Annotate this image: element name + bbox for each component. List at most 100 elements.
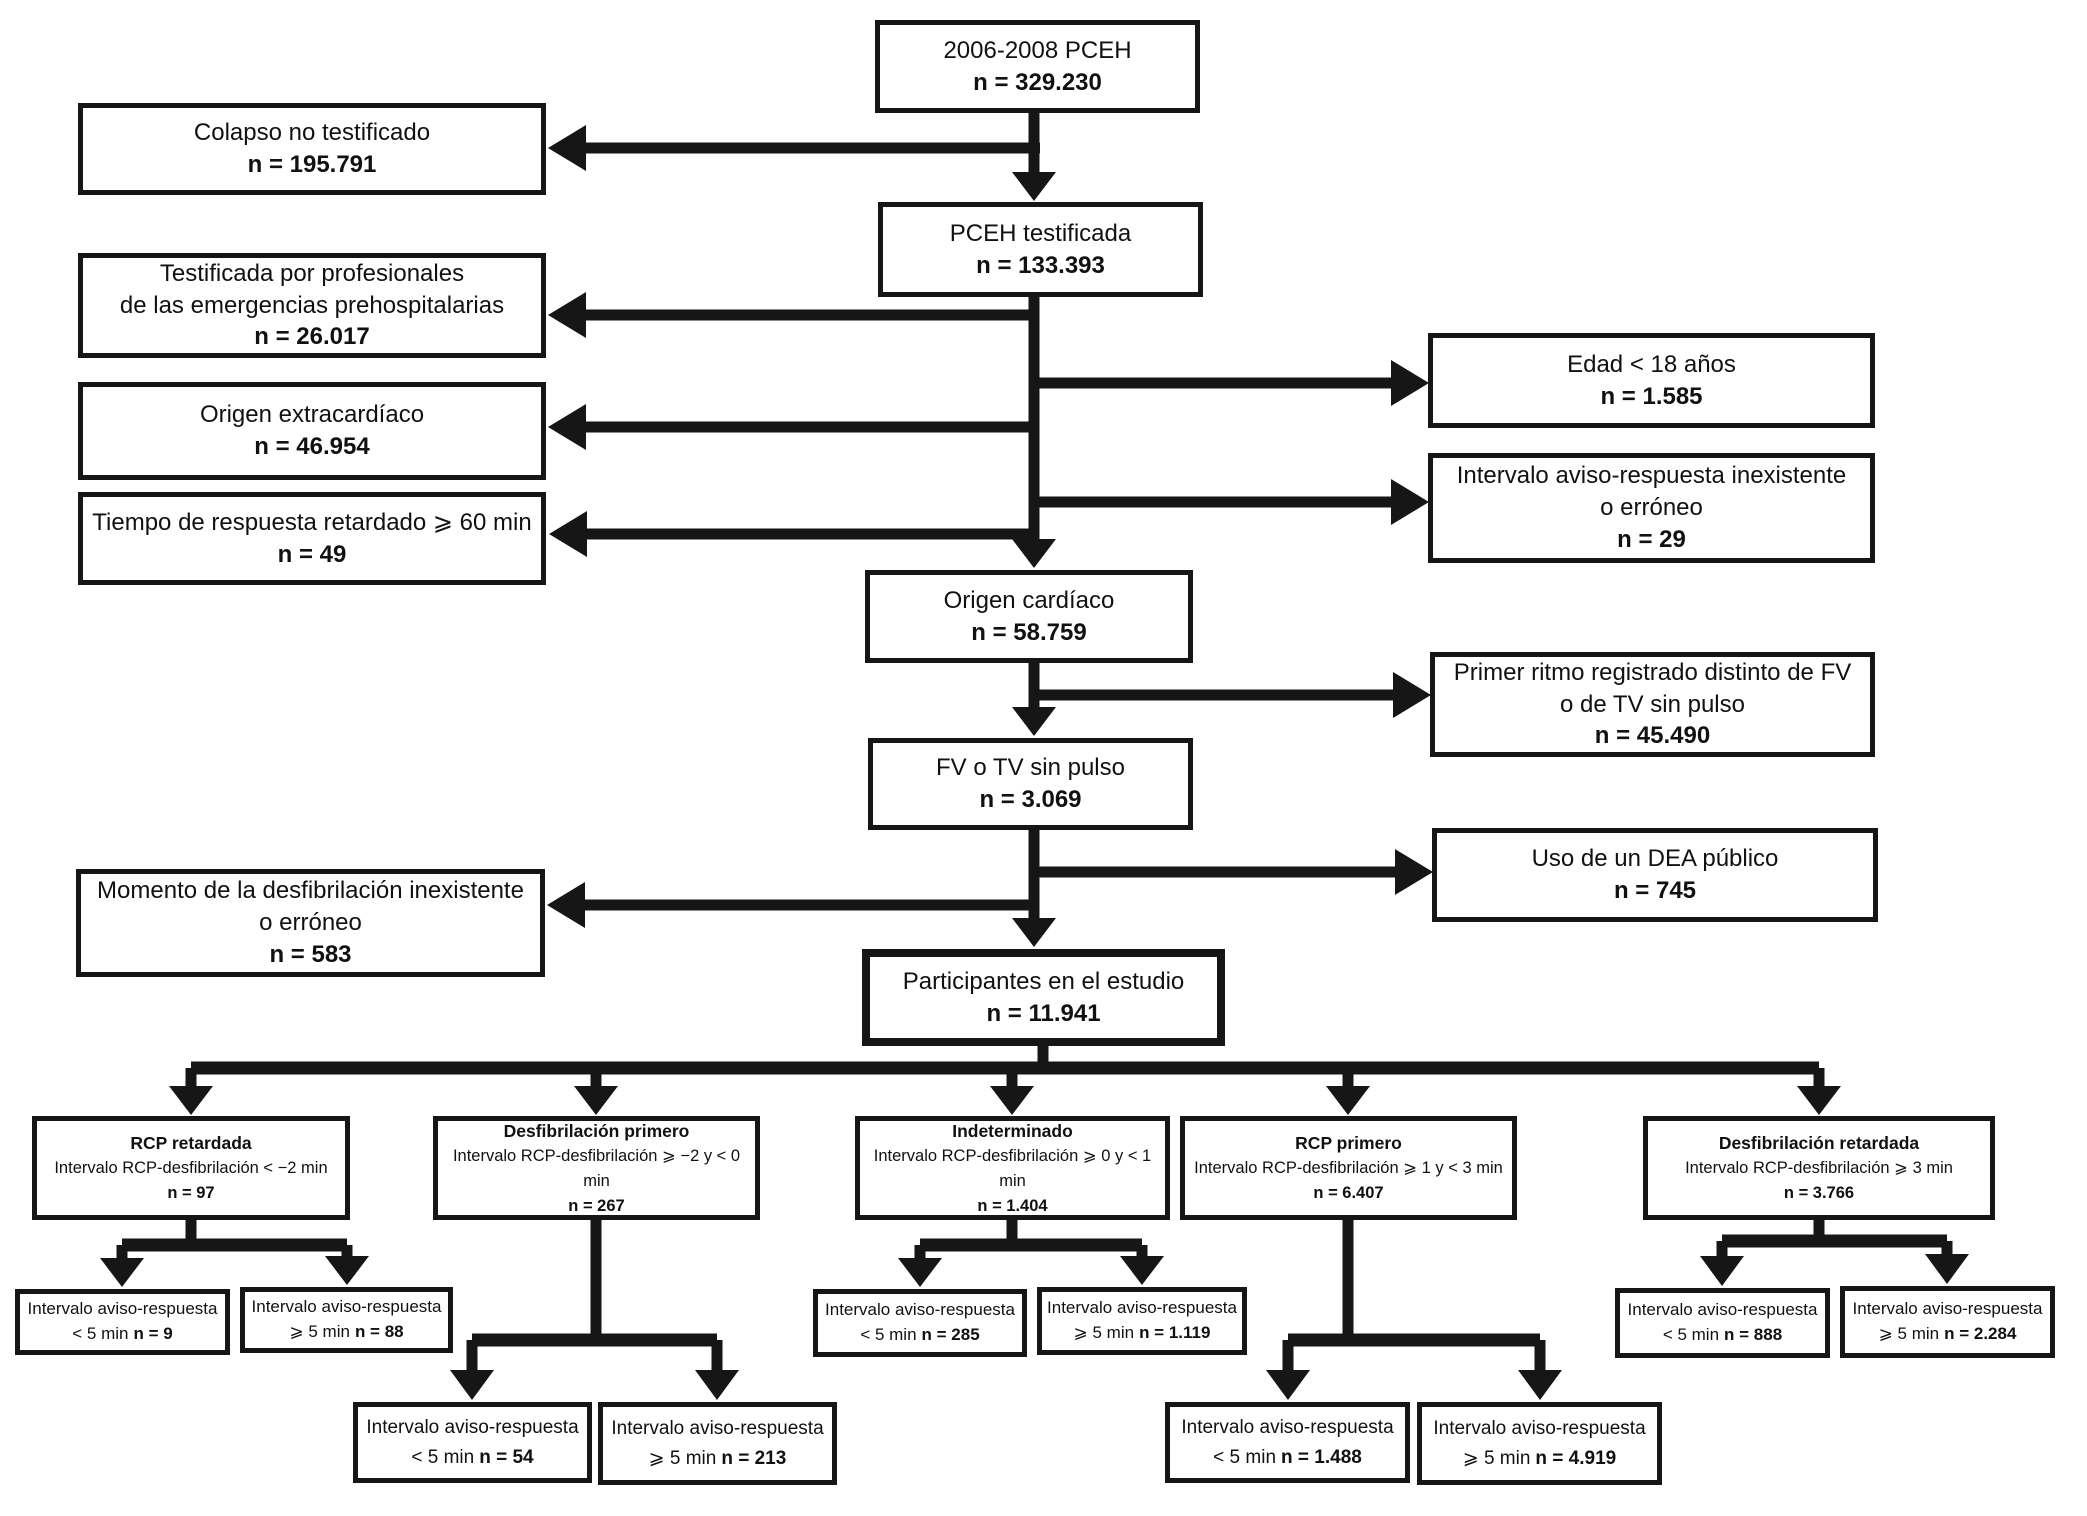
box-count: n = 6.407 [1313, 1184, 1384, 1203]
box-title: Origen cardíaco [943, 586, 1115, 614]
arrow-origen-to-fvtv [1012, 661, 1056, 736]
box-title: Testificada por profesionales [159, 260, 465, 287]
interval-label: Intervalo aviso-respuesta [251, 1297, 442, 1317]
box-count: n = 195.791 [247, 151, 377, 178]
box-title: Uso de un DEA público [1531, 845, 1779, 873]
arrow-indeterminado-split [898, 1219, 1164, 1287]
arrow-desfib-primero-split [450, 1219, 739, 1400]
box-subtitle: Intervalo RCP-desfibrilación ⩾ −2 y < 0 … [452, 1147, 741, 1190]
box-title: Primer ritmo registrado distinto de FV [1453, 659, 1852, 686]
box-count: n = 49 [277, 540, 347, 568]
interval-label: Intervalo aviso-respuesta [1852, 1299, 2043, 1319]
box-count: n = 267 [568, 1196, 625, 1215]
box-subtitle: Intervalo RCP-desfibrilación ⩾ 3 min [1685, 1159, 1953, 1178]
node-group-desfibrilacion-primero: Desfibrilación primero Intervalo RCP-des… [433, 1116, 760, 1220]
node-group-indeterminado: Indeterminado Intervalo RCP-desfibrilaci… [855, 1116, 1170, 1220]
box-title-2: o erróneo [259, 909, 362, 937]
node-fv-tv-sin-pulso: FV o TV sin pulso n = 3.069 [868, 738, 1193, 830]
box-count: n = 3.069 [979, 786, 1082, 813]
interval-label: Intervalo aviso-respuesta [611, 1418, 824, 1440]
box-subtitle: Intervalo RCP-desfibrilación ⩾ 1 y < 3 m… [1194, 1159, 1503, 1178]
arrow-to-tiempo-respuesta [549, 511, 1034, 557]
box-title: FV o TV sin pulso [936, 754, 1125, 782]
box-title: Desfibrilación retardada [1718, 1133, 1920, 1154]
box-count: n = 3.766 [1783, 1184, 1855, 1203]
arrow-to-intervalo-inexistente [1034, 479, 1429, 525]
interval-label: Intervalo aviso-respuesta [1627, 1300, 1818, 1320]
box-count: n = 11.941 [986, 999, 1101, 1027]
box-title: RCP retardada [130, 1133, 252, 1154]
arrow-fvtv-to-participantes [1012, 828, 1056, 947]
box-title-2: o de TV sin pulso [1559, 690, 1745, 718]
box-title: RCP primero [1295, 1133, 1402, 1154]
box-title: Origen extracardíaco [199, 401, 425, 429]
node-pceh-testificada: PCEH testificada n = 133.393 [878, 202, 1203, 297]
box-title-2: o erróneo [1600, 494, 1703, 522]
box-title: Desfibrilación primero [503, 1120, 690, 1141]
box-title: PCEH testificada [949, 219, 1132, 247]
box-count: n = 26.017 [254, 323, 370, 351]
node-colapso-no-testificado: Colapso no testificado n = 195.791 [78, 103, 546, 195]
box-title: Participantes en el estudio [902, 967, 1185, 995]
box-count: n = 745 [1613, 877, 1697, 904]
interval-label: Intervalo aviso-respuesta [27, 1299, 218, 1319]
box-count: n = 29 [1617, 525, 1686, 553]
interval-label: Intervalo aviso-respuesta [1181, 1417, 1394, 1439]
node-group-rcp-primero: RCP primero Intervalo RCP-desfibrilación… [1180, 1116, 1517, 1220]
arrow-to-testificada-prof [548, 292, 1034, 338]
interval-label: Intervalo aviso-respuesta [366, 1417, 579, 1439]
node-intervalo-inexistente: Intervalo aviso-respuesta inexistente o … [1428, 453, 1875, 563]
arrow-desfib-retardada-split [1700, 1219, 1969, 1286]
box-count: n = 97 [167, 1184, 215, 1203]
arrow-rcp-retardada-split [100, 1219, 369, 1287]
box-title: Indeterminado [952, 1120, 1073, 1141]
box-title: Colapso no testificado [193, 119, 431, 147]
box-title-2: de las emergencias prehospitalarias [119, 291, 505, 319]
box-count: n = 583 [269, 940, 352, 968]
arrow-to-extracardiaco [548, 404, 1034, 450]
node-primer-ritmo-distinto: Primer ritmo registrado distinto de FV o… [1430, 652, 1875, 757]
node-group-desfibrilacion-retardada: Desfibrilación retardada Intervalo RCP-d… [1643, 1116, 1995, 1220]
box-count: n = 1.585 [1600, 382, 1703, 410]
box-title: Momento de la desfibrilación inexistente [97, 877, 524, 905]
arrow-to-edad [1034, 360, 1429, 406]
node-origen-cardiaco: Origen cardíaco n = 58.759 [865, 570, 1193, 663]
box-title: Edad < 18 años [1567, 350, 1736, 378]
arrow-to-momento [547, 882, 1034, 928]
box-subtitle: Intervalo RCP-desfibrilación < −2 min [54, 1159, 328, 1178]
box-subtitle: Intervalo RCP-desfibrilación ⩾ 0 y < 1 m… [873, 1147, 1152, 1190]
box-title: 2006-2008 PCEH [943, 36, 1132, 64]
arrow-to-colapso [548, 125, 1040, 171]
arrow-to-dea [1034, 849, 1433, 895]
arrow-pceh-to-testificada [1012, 111, 1056, 201]
box-count: n = 45.490 [1594, 722, 1711, 750]
box-title: Tiempo de respuesta retardado ⩾ 60 min [92, 508, 532, 536]
node-uso-dea-publico: Uso de un DEA público n = 745 [1432, 828, 1878, 922]
arrow-rcp-primero-split [1266, 1219, 1562, 1400]
interval-label: Intervalo aviso-respuesta [1433, 1418, 1646, 1440]
box-count: n = 1.404 [977, 1196, 1048, 1215]
box-count: n = 58.759 [971, 618, 1087, 646]
arrow-participantes-to-groups [169, 1044, 1841, 1115]
